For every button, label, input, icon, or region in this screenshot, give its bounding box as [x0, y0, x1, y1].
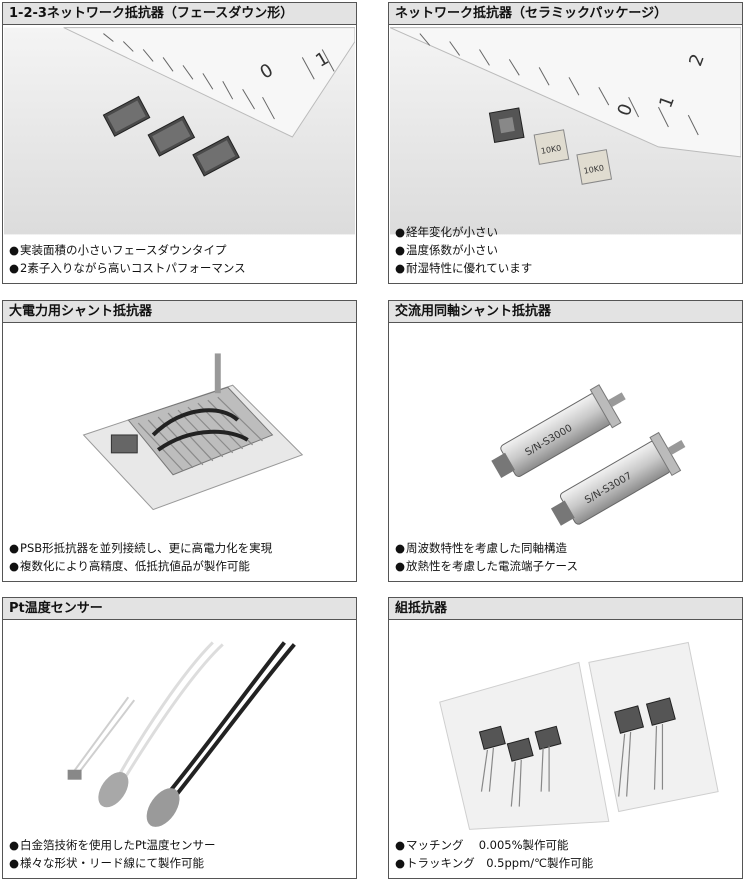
chip-label: 10K0 — [583, 163, 605, 175]
feature-item: 経年変化が小さい — [395, 223, 738, 241]
feature-item: 白金箔技術を使用したPt温度センサー — [9, 836, 352, 854]
feature-item: 様々な形状・リード線にて製作可能 — [9, 854, 352, 872]
photo-illustration — [4, 325, 355, 533]
product-photo-pt-sensor — [4, 622, 355, 830]
product-card-network-facedown: 1-2-3ネットワーク抵抗器（フェースダウン形） 0 1 実装面積の小さいフェー… — [2, 2, 357, 284]
product-photo-resistor-set — [390, 622, 741, 830]
feature-item: マッチング 0.005%製作可能 — [395, 836, 738, 854]
feature-list: 実装面積の小さいフェースダウンタイプ 2素子入りながら高いコストパフォーマンス — [9, 241, 352, 277]
photo-illustration: S/N-S3000 S/N-S3007 — [390, 325, 741, 533]
product-photo-network-ceramic: 0 1 2 10K0 10K0 — [390, 27, 741, 235]
card-title: ネットワーク抵抗器（セラミックパッケージ） — [389, 3, 742, 25]
ceramic-chip-2: 10K0 — [533, 129, 570, 165]
feature-item: 耐湿特性に優れています — [395, 259, 738, 277]
chip-resistor-2 — [147, 115, 196, 157]
photo-illustration: 0 1 — [4, 27, 355, 235]
card-title: 大電力用シャント抵抗器 — [3, 301, 356, 323]
card-title: 組抵抗器 — [389, 598, 742, 620]
product-photo-coaxial-shunt: S/N-S3000 S/N-S3007 — [390, 325, 741, 533]
chip-resistor-3 — [192, 135, 240, 177]
ceramic-chip-1 — [488, 107, 525, 144]
feature-list: 経年変化が小さい 温度係数が小さい 耐湿特性に優れています — [395, 223, 738, 277]
feature-list: 周波数特性を考慮した同軸構造 放熱性を考慮した電流端子ケース — [395, 539, 738, 575]
feature-item: 2素子入りながら高いコストパフォーマンス — [9, 259, 352, 277]
photo-illustration — [4, 622, 355, 830]
product-card-network-ceramic: ネットワーク抵抗器（セラミックパッケージ） 0 1 2 10K0 10K0 経年… — [388, 2, 743, 284]
ceramic-chip-3: 10K0 — [576, 149, 613, 185]
coaxial-shunt-2: S/N-S3007 — [550, 431, 686, 526]
feature-list: PSB形抵抗器を並列接続し、更に高電力化を実現 複数化により高精度、低抵抗値品が… — [9, 539, 352, 575]
feature-item: トラッキング 0.5ppm/℃製作可能 — [395, 854, 738, 872]
product-photo-high-power-shunt — [4, 325, 355, 533]
card-title: 交流用同軸シャント抵抗器 — [389, 301, 742, 323]
product-photo-network-facedown: 0 1 — [4, 27, 355, 235]
card-title: Pt温度センサー — [3, 598, 356, 620]
product-card-resistor-set: 組抵抗器 マッチング 0.005%製作可能 トラッキング 0.5p — [388, 597, 743, 879]
photo-illustration — [390, 622, 741, 830]
card-title: 1-2-3ネットワーク抵抗器（フェースダウン形） — [3, 3, 356, 25]
feature-item: 温度係数が小さい — [395, 241, 738, 259]
feature-list: 白金箔技術を使用したPt温度センサー 様々な形状・リード線にて製作可能 — [9, 836, 352, 872]
feature-item: 周波数特性を考慮した同軸構造 — [395, 539, 738, 557]
chip-resistor-1 — [102, 95, 151, 137]
product-card-coaxial-shunt: 交流用同軸シャント抵抗器 S/N-S3000 S/N-S3007 周波数特性を考… — [388, 300, 743, 582]
feature-item: 放熱性を考慮した電流端子ケース — [395, 557, 738, 575]
feature-item: 複数化により高精度、低抵抗値品が製作可能 — [9, 557, 352, 575]
feature-list: マッチング 0.005%製作可能 トラッキング 0.5ppm/℃製作可能 — [395, 836, 738, 872]
feature-item: 実装面積の小さいフェースダウンタイプ — [9, 241, 352, 259]
photo-illustration: 0 1 2 10K0 10K0 — [390, 27, 741, 235]
product-card-pt-sensor: Pt温度センサー 白金箔技術を使用したPt温度センサー 様々な形状・リード線にて… — [2, 597, 357, 879]
feature-item: PSB形抵抗器を並列接続し、更に高電力化を実現 — [9, 539, 352, 557]
product-card-high-power-shunt: 大電力用シャント抵抗器 PSB形抵抗器を並列接続し、更に高電力化を実現 複数化に… — [2, 300, 357, 582]
chip-label: 10K0 — [540, 143, 562, 155]
